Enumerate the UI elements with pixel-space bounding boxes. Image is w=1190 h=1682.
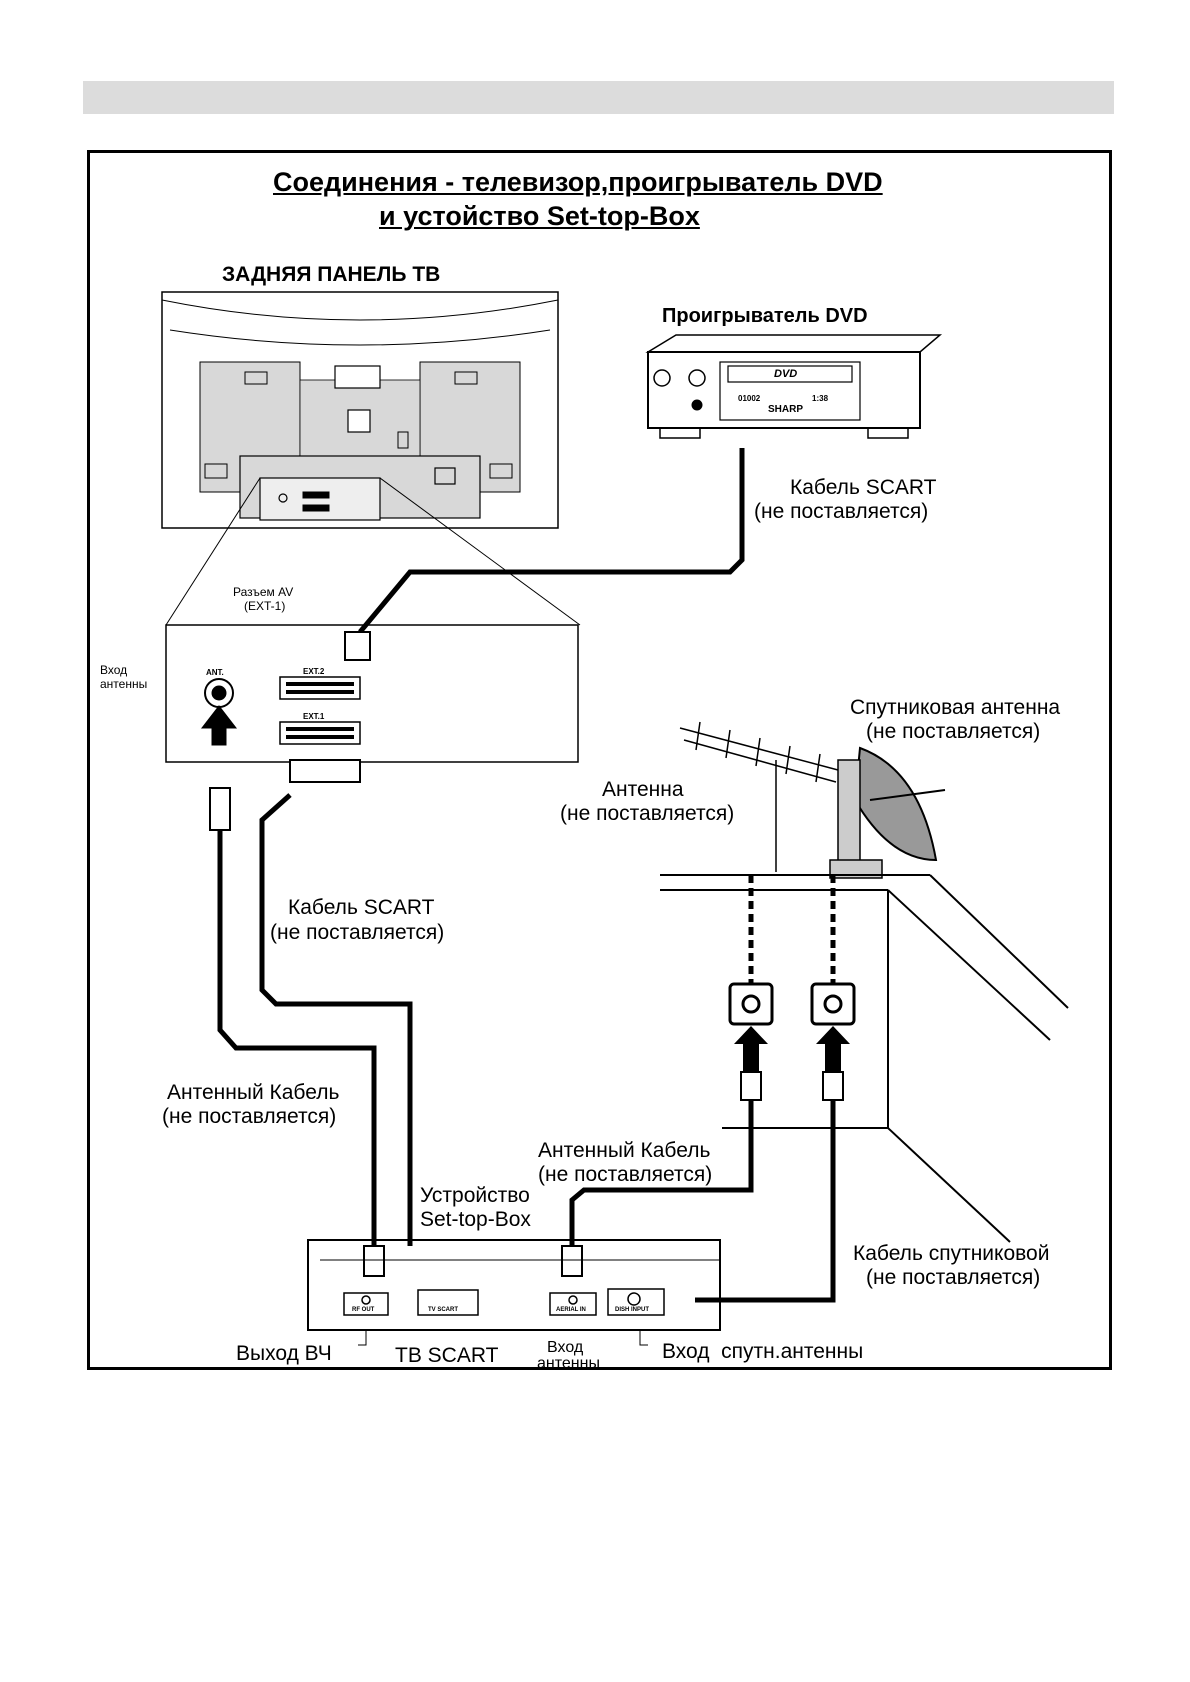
dish-input-port-label: DISH INPUT bbox=[615, 1307, 650, 1313]
stb-label-2: Set-top-Box bbox=[420, 1208, 531, 1231]
aerial-in-label: Вход bbox=[547, 1339, 584, 1356]
tv-scart-label: ТВ SCART bbox=[395, 1344, 499, 1367]
dvd-player bbox=[645, 334, 943, 439]
antenna-label: Антенна bbox=[602, 778, 684, 801]
wall-sockets bbox=[728, 982, 856, 1026]
dvd-player-label: Проигрыватель DVD bbox=[662, 305, 868, 327]
set-top-box bbox=[307, 1239, 721, 1346]
aerial-in-port-label: AERIAL IN bbox=[556, 1307, 586, 1313]
av-socket-label: Разъем AV bbox=[233, 585, 294, 599]
rf-out-port-label: RF OUT bbox=[352, 1307, 375, 1313]
av-socket-sublabel: (EXT-1) bbox=[244, 599, 286, 613]
dvd-brand: SHARP bbox=[768, 404, 804, 415]
scart-cable-left-label: Кабель SCART bbox=[288, 896, 435, 919]
satellite-antenna-note: (не поставляется) bbox=[866, 720, 1041, 743]
tv-connector-panel bbox=[165, 624, 579, 763]
tv-antenna-input-label-2: антенны bbox=[100, 677, 148, 691]
scart-cable-top-label: Кабель SCART bbox=[790, 476, 937, 499]
wall-dashed-cables bbox=[748, 875, 836, 984]
diagram-title-line2: и устойство Set-top-Box bbox=[379, 201, 700, 231]
antenna-cable-left-note: (не поставляется) bbox=[162, 1105, 337, 1128]
ant-port-label: ANT. bbox=[206, 668, 224, 677]
cable-plugs bbox=[209, 631, 844, 1277]
antenna-cable-left-label: Антенный Кабель bbox=[167, 1081, 340, 1104]
satellite-cable-label: Кабель спутниковой bbox=[853, 1242, 1050, 1265]
scart-cable-top-note: (не поставляется) bbox=[754, 500, 929, 523]
cables bbox=[217, 448, 836, 1303]
house bbox=[660, 874, 1069, 1243]
header-bar bbox=[83, 81, 1114, 114]
tv-antenna-input-label: Вход bbox=[100, 663, 128, 677]
scart-cable-left-note: (не поставляется) bbox=[270, 921, 445, 944]
scart-pins bbox=[286, 682, 354, 739]
diagram-frame bbox=[87, 150, 1112, 1370]
tv-rear-panel bbox=[161, 291, 559, 529]
dvd-display: 01002 bbox=[738, 394, 761, 403]
antenna-cable-right-note: (не поставляется) bbox=[538, 1163, 713, 1186]
aerial-in-label-2: антенны bbox=[537, 1355, 600, 1372]
dvd-display-time: 1:38 bbox=[812, 394, 829, 403]
tv-rear-panel-label: ЗАДНЯЯ ПАНЕЛЬ ТВ bbox=[222, 263, 441, 286]
dish-input-label: Вход спутн.антенны bbox=[662, 1340, 864, 1363]
zoom-lines bbox=[165, 477, 581, 626]
wall-arrows bbox=[734, 1026, 850, 1072]
ext1-port-label: EXT.1 bbox=[303, 712, 325, 721]
dvd-logo: DVD bbox=[774, 368, 798, 380]
satellite-antenna-label: Спутниковая антенна bbox=[850, 696, 1061, 719]
tv-scart-port-label: TV SCART bbox=[428, 1307, 458, 1313]
satellite-dish bbox=[829, 746, 946, 879]
diagram-title-line1: Соединения - телевизор,проигрыватель DVD bbox=[273, 167, 883, 197]
antenna-note: (не поставляется) bbox=[560, 802, 735, 825]
ext2-port-label: EXT.2 bbox=[303, 667, 325, 676]
antenna-cable-right-label: Антенный Кабель bbox=[538, 1139, 711, 1162]
rf-out-label: Выход ВЧ bbox=[236, 1342, 332, 1365]
satellite-cable-note: (не поставляется) bbox=[866, 1266, 1041, 1289]
terrestrial-antenna bbox=[679, 721, 839, 872]
stb-label: Устройство bbox=[420, 1184, 530, 1207]
